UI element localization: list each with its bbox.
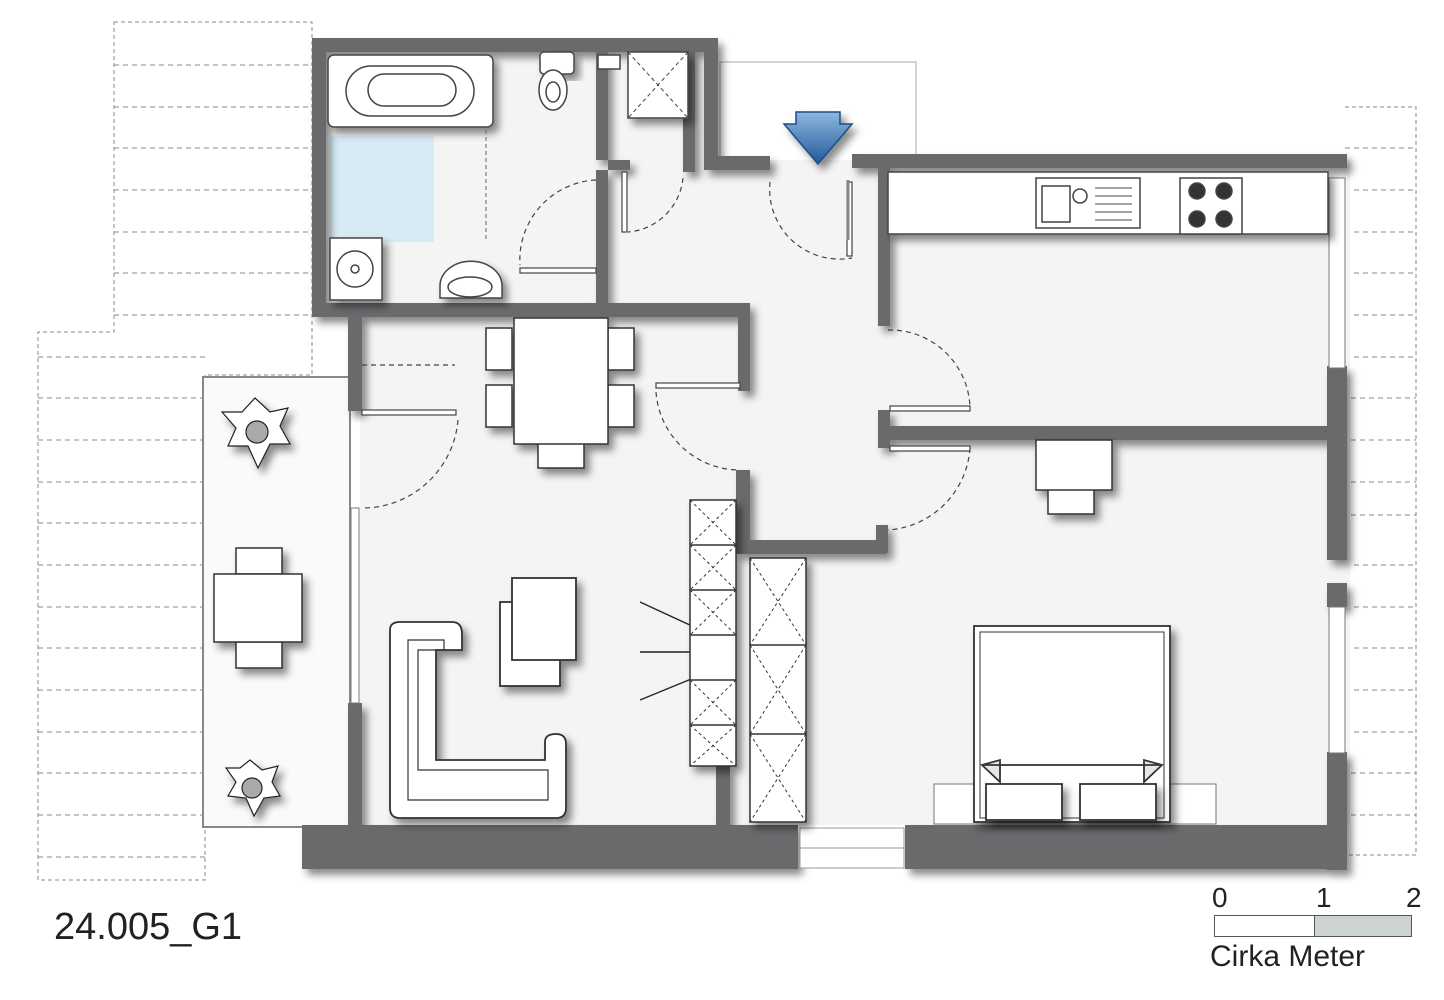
sofa xyxy=(389,621,567,819)
shower-icon xyxy=(627,51,689,119)
dining-table xyxy=(513,317,609,445)
sink-icon xyxy=(1035,177,1141,229)
entrance-arrow-icon xyxy=(782,111,854,166)
stove-icon xyxy=(1179,177,1243,235)
doors xyxy=(361,171,971,531)
desk-set xyxy=(1035,439,1113,515)
scale-tick-2: 2 xyxy=(1406,882,1422,913)
windows xyxy=(350,177,1346,869)
plan-id-label: 24.005_G1 xyxy=(54,906,243,948)
plant-icon xyxy=(220,397,292,818)
living-room-furniture xyxy=(389,577,577,819)
scale-tick-1: 1 xyxy=(1316,882,1332,913)
balcony-table-set xyxy=(213,547,303,669)
kitchen-counter xyxy=(887,171,1329,235)
scale-segment-2 xyxy=(1314,915,1412,937)
scale-segment-1 xyxy=(1214,915,1316,937)
scale-bar: 0 1 2 Cirka Meter xyxy=(1208,882,1423,992)
coffee-table xyxy=(511,577,577,661)
walls xyxy=(302,38,1347,870)
bed xyxy=(933,625,1217,825)
wardrobes xyxy=(689,499,807,823)
washing-machine-icon xyxy=(329,237,383,301)
scale-tick-0: 0 xyxy=(1212,882,1228,913)
dining-set xyxy=(485,317,635,469)
toilet-icon xyxy=(538,51,575,111)
scale-unit-label: Cirka Meter xyxy=(1210,940,1366,973)
bathroom-fixtures xyxy=(327,51,689,301)
bath-mat xyxy=(330,136,434,242)
washbasin-icon xyxy=(439,260,503,299)
